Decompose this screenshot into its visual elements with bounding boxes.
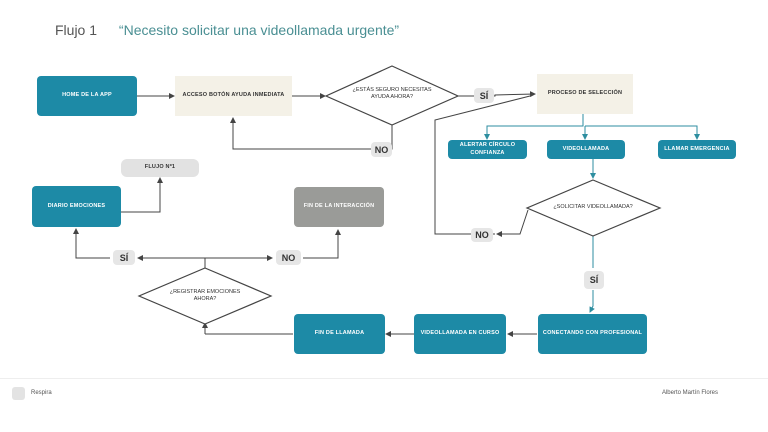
badge-si-1: SÍ <box>474 88 494 103</box>
arrow-no-acceso <box>230 117 393 150</box>
node-alertar: ALERTAR CÍRCULO CONFIANZA <box>448 140 527 159</box>
node-en-curso: VIDEOLLAMADA EN CURSO <box>414 314 506 354</box>
badge-no-1: NO <box>371 142 392 157</box>
diamond-solicitar-label: ¿SOLICITAR VIDEOLLAMADA? <box>553 204 633 210</box>
badge-si-3: SÍ <box>113 250 135 265</box>
node-llamar: LLAMAR EMERGENCIA <box>658 140 736 159</box>
node-proceso: PROCESO DE SELECCIÓN <box>537 74 633 114</box>
arrow-no-fin <box>303 229 341 259</box>
arrow-si-proceso <box>458 91 536 98</box>
arrow-solicitar-no <box>496 209 529 237</box>
node-fin-llamada: FIN DE LLAMADA <box>294 314 385 354</box>
node-fin-interaccion: FIN DE LA INTERACCIÓN <box>294 187 384 227</box>
node-videollamada: VIDEOLLAMADA <box>547 140 625 159</box>
arrow-branch-llamar <box>585 125 700 140</box>
arrow-si-diario <box>73 228 110 259</box>
node-conectando: CONECTANDO CON PROFESIONAL <box>538 314 647 354</box>
arrow-diario-flujo <box>121 177 163 213</box>
footer-app-name: Respira <box>31 390 52 396</box>
node-acceso: ACCESO BOTÓN AYUDA INMEDIATA <box>175 76 292 116</box>
node-home: HOME DE LA APP <box>37 76 137 116</box>
badge-no-2: NO <box>471 228 493 242</box>
node-diario: DIARIO EMOCIONES <box>32 186 121 227</box>
flow-subtitle: “Necesito solicitar una videollamada urg… <box>118 22 400 38</box>
node-flujo-n1: FLUJO Nº1 <box>121 159 199 177</box>
footer-author: Alberto Martín Flores <box>661 390 718 396</box>
footer-logo-box <box>12 387 25 400</box>
flow-title: Flujo 1 <box>55 22 98 38</box>
badge-si-2: SÍ <box>584 271 604 289</box>
diamond-seguro <box>324 65 460 126</box>
footer-divider <box>0 378 768 379</box>
badge-no-3: NO <box>276 250 301 265</box>
diamond-registrar <box>137 267 273 325</box>
page-title: Flujo 1 “Necesito solicitar una videolla… <box>55 22 399 38</box>
arrow-branch-alertar <box>484 114 584 140</box>
arrow-no-proceso <box>434 95 531 235</box>
diamond-registrar-label: ¿REGISTRAR EMOCIONES AHORA? <box>169 289 241 303</box>
diamond-solicitar <box>525 179 662 237</box>
diamond-seguro-label: ¿ESTÁS SEGURO NECESITAS AYUDA AHORA? <box>352 87 432 101</box>
arrow-si-conectando <box>589 290 595 313</box>
